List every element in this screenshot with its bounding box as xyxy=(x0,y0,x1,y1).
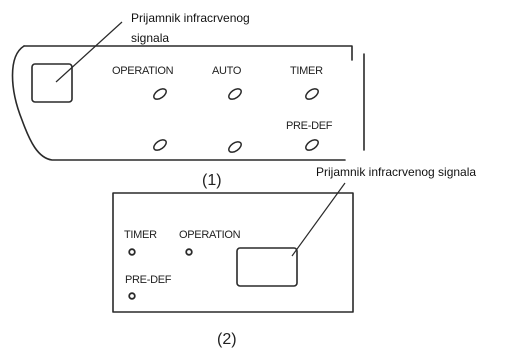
panel-1-curved-edge xyxy=(11,45,346,161)
panel-1-outline xyxy=(23,45,353,61)
operation-indicator-lamp xyxy=(153,88,167,100)
auto-indicator-lamp xyxy=(228,88,242,100)
panel-2: TIMER OPERATION PRE-DEF (2) xyxy=(112,192,354,348)
timer-label: TIMER xyxy=(124,229,157,241)
predef-label: PRE-DEF xyxy=(125,274,172,286)
timer-label: TIMER xyxy=(290,65,323,77)
callout-leader-line-1 xyxy=(55,21,123,83)
ir-receiver-window-2 xyxy=(236,247,298,287)
predef-label: PRE-DEF xyxy=(286,120,333,132)
callout-ir-receiver-1: Prijamnik infracrvenog signala xyxy=(55,11,250,83)
lower-middle-indicator-lamp xyxy=(228,141,242,153)
callout-leader-line-2 xyxy=(291,182,346,257)
timer-indicator-lamp xyxy=(305,88,319,100)
lower-left-indicator-lamp xyxy=(153,139,167,151)
predef-indicator-lamp xyxy=(128,292,136,300)
panel-2-caption: (2) xyxy=(217,331,237,348)
panel-1: OPERATION AUTO TIMER PRE-DEF (1) xyxy=(11,45,365,189)
predef-indicator-lamp xyxy=(305,139,319,151)
callout-ir-receiver-2: Prijamnik infracrvenog signala xyxy=(291,165,476,257)
panel-1-caption: (1) xyxy=(202,172,222,189)
operation-label: OPERATION xyxy=(112,65,174,77)
callout-label-2: Prijamnik infracrvenog signala xyxy=(316,165,476,179)
callout-label-line-1: Prijamnik infracrvenog xyxy=(131,11,250,25)
ir-receiver-window-1 xyxy=(31,63,73,103)
operation-indicator-lamp xyxy=(185,248,193,256)
operation-label: OPERATION xyxy=(179,229,241,241)
timer-indicator-lamp xyxy=(128,248,136,256)
panel-2-outline xyxy=(112,192,354,313)
auto-label: AUTO xyxy=(212,65,242,77)
callout-label-line-2: signala xyxy=(131,31,169,45)
